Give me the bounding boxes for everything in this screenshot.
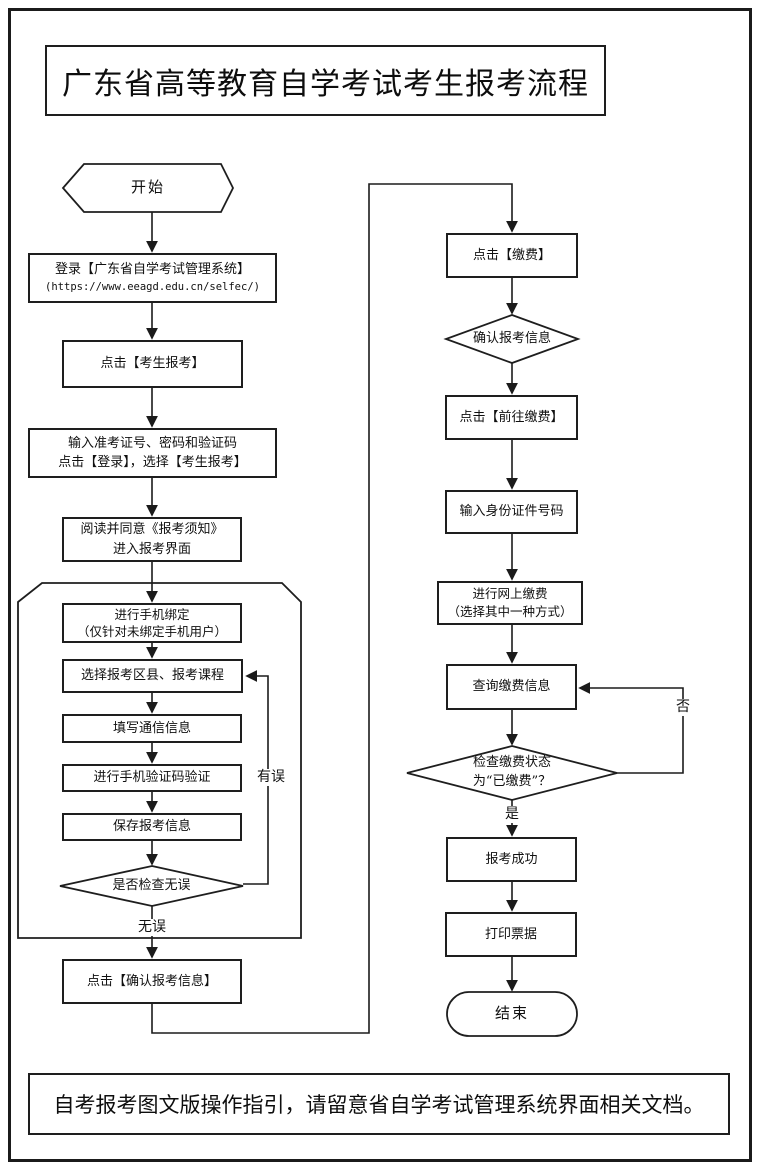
- node-login-url: (https://www.eeagd.edu.cn/selfec/): [45, 280, 260, 293]
- end-terminator-shape: [446, 991, 578, 1037]
- footer-note-text: 自考报考图文版操作指引，请留意省自学考试管理系统界面相关文档。: [53, 1093, 705, 1117]
- node-sms-verify: 进行手机验证码验证: [62, 764, 242, 792]
- node-read-notice-line2: 进入报考界面: [112, 541, 191, 557]
- node-end: 结束: [447, 992, 577, 1036]
- node-fill-contact-info-label: 填写通信信息: [112, 720, 191, 736]
- node-register-success: 报考成功: [446, 837, 577, 882]
- node-click-pay-label: 点击【缴费】: [472, 247, 551, 263]
- page-title: 广东省高等教育自学考试考生报考流程: [45, 45, 606, 116]
- node-print-receipt: 打印票据: [445, 912, 577, 957]
- node-enter-credentials-line1: 输入准考证号、密码和验证码: [67, 435, 237, 451]
- edge-label-yes: 是: [503, 806, 521, 823]
- node-enter-id-number-label: 输入身份证件号码: [459, 504, 564, 520]
- edge-label-has-error: 有误: [255, 769, 287, 786]
- edge-label-no: 否: [674, 699, 692, 716]
- node-enter-credentials-line2: 点击【登录】，选择【考生报考】: [58, 455, 247, 470]
- node-confirm-reg-info-button-label: 点击【确认报考信息】: [86, 973, 217, 989]
- node-enter-id-number: 输入身份证件号码: [445, 490, 578, 534]
- node-register-success-label: 报考成功: [485, 851, 538, 867]
- page-border: [8, 8, 752, 1162]
- check-correct-diamond-shape: [59, 865, 244, 907]
- node-enter-credentials: 输入准考证号、密码和验证码 点击【登录】，选择【考生报考】: [28, 428, 277, 478]
- node-end-label: 结束: [494, 1004, 529, 1023]
- node-check-correct: 是否检查无误: [60, 866, 243, 906]
- connector-lines: [146, 183, 684, 1034]
- node-select-courses-label: 选择报考区县、报考课程: [80, 668, 224, 684]
- node-login-system: 登录【广东省自学考试管理系统】 (https://www.eeagd.edu.c…: [28, 253, 277, 303]
- node-start-label: 开始: [130, 178, 165, 197]
- node-go-to-pay: 点击【前往缴费】: [445, 395, 578, 440]
- node-bind-phone-line1: 进行手机绑定: [114, 606, 190, 622]
- node-sms-verify-label: 进行手机验证码验证: [93, 770, 211, 786]
- node-query-payment-info-label: 查询缴费信息: [472, 679, 551, 695]
- node-click-pay: 点击【缴费】: [446, 233, 578, 278]
- node-check-paid-status: 检查缴费状态 为“已缴费”？: [407, 746, 617, 800]
- node-login-line1: 登录【广东省自学考试管理系统】: [54, 262, 250, 278]
- node-go-to-pay-label: 点击【前往缴费】: [459, 409, 564, 425]
- page-title-text: 广东省高等教育自学考试考生报考流程: [62, 66, 589, 102]
- check-paid-diamond-shape: [406, 745, 618, 801]
- node-select-courses: 选择报考区县、报考课程: [62, 659, 243, 693]
- node-confirm-reg-info-button: 点击【确认报考信息】: [62, 959, 242, 1004]
- node-save-info-label: 保存报考信息: [112, 819, 191, 835]
- node-bind-phone: 进行手机绑定 （仅针对未绑定手机用户）: [62, 603, 242, 643]
- node-check-paid-status-line2: 为“已缴费”？: [472, 774, 552, 789]
- start-terminator-shape: [61, 163, 235, 213]
- node-print-receipt-label: 打印票据: [484, 926, 537, 942]
- node-online-payment: 进行网上缴费 （选择其中一种方式）: [437, 581, 583, 625]
- node-bind-phone-line2: （仅针对未绑定手机用户）: [76, 624, 227, 639]
- node-read-notice: 阅读并同意《报考须知》 进入报考界面: [62, 517, 242, 562]
- edge-label-no-error: 无误: [136, 919, 168, 936]
- footer-note: 自考报考图文版操作指引，请留意省自学考试管理系统界面相关文档。: [28, 1073, 730, 1135]
- node-online-payment-line2: （选择其中一种方式）: [447, 604, 573, 619]
- node-click-candidate-register: 点击【考生报考】: [62, 340, 243, 388]
- node-online-payment-line1: 进行网上缴费: [472, 585, 548, 601]
- node-start: 开始: [63, 164, 233, 212]
- confirm-reg-info-diamond-shape: [443, 314, 581, 364]
- node-read-notice-line1: 阅读并同意《报考须知》: [80, 522, 224, 537]
- node-query-payment-info: 查询缴费信息: [446, 664, 577, 710]
- node-click-candidate-register-label: 点击【考生报考】: [100, 356, 205, 372]
- node-confirm-reg-info-decision-label: 确认报考信息: [472, 330, 551, 346]
- node-save-info: 保存报考信息: [62, 813, 242, 841]
- node-confirm-reg-info-decision: 确认报考信息: [446, 315, 578, 363]
- node-check-correct-label: 是否检查无误: [112, 877, 191, 893]
- node-fill-contact-info: 填写通信信息: [62, 714, 242, 743]
- node-check-paid-status-line1: 检查缴费状态: [472, 755, 551, 771]
